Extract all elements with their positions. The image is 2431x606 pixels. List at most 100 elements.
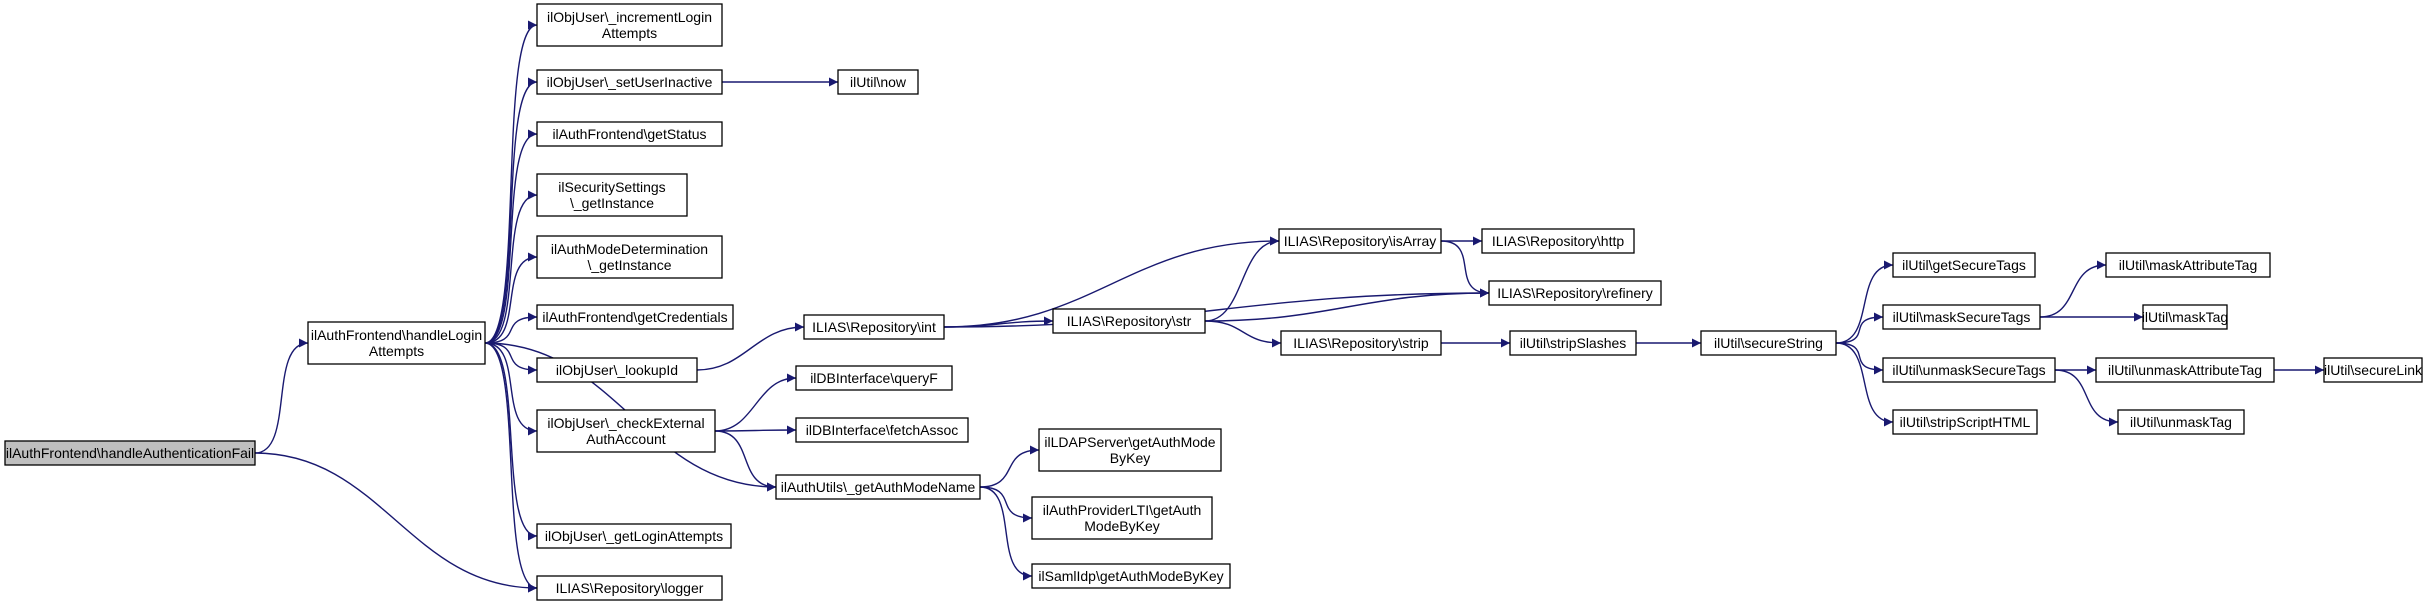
edge-root-to-handleLogin <box>254 338 309 454</box>
node-authModeDet[interactable]: ilAuthModeDetermination\_getInstance <box>536 235 723 279</box>
node-box <box>536 304 734 330</box>
edge-str-to-refinery <box>1204 288 1490 322</box>
node-int[interactable]: ILIAS\Repository\int <box>803 314 945 340</box>
node-label: ILIAS\Repository\str <box>1067 313 1192 329</box>
node-secureString[interactable]: ilUtil\secureString <box>1700 330 1837 356</box>
node-stripScriptHTML[interactable]: ilUtil\stripScriptHTML <box>1892 409 2038 435</box>
edge-int-to-isArray <box>943 236 1280 328</box>
node-box <box>307 321 486 365</box>
node-getSecureTags[interactable]: ilUtil\getSecureTags <box>1892 252 2036 278</box>
node-queryF[interactable]: ilDBInterface\queryF <box>795 365 953 391</box>
edge-group <box>2039 260 2107 318</box>
node-label: ilUtil\stripScriptHTML <box>1900 414 2031 430</box>
edge-group <box>943 288 1490 328</box>
node-label: ilObjUser\_lookupId <box>556 362 678 378</box>
node-lookupId[interactable]: ilObjUser\_lookupId <box>536 357 698 383</box>
node-box <box>536 575 723 601</box>
edge-group <box>484 190 538 344</box>
edge-group <box>714 430 777 492</box>
node-unmaskAttributeTag[interactable]: ilUtil\unmaskAttributeTag <box>2095 357 2275 383</box>
node-box <box>536 523 732 549</box>
node-label: ilAuthFrontend\getCredentials <box>542 309 727 325</box>
node-box <box>1481 228 1635 254</box>
node-box <box>536 69 723 95</box>
node-secureLink[interactable]: ilUtil\secureLink <box>2323 357 2423 383</box>
node-isArray[interactable]: ILIAS\Repository\isArray <box>1278 228 1442 254</box>
node-getStatus[interactable]: ilAuthFrontend\getStatus <box>536 121 723 147</box>
node-label: AuthAccount <box>586 431 665 447</box>
node-getLoginAttempts[interactable]: ilObjUser\_getLoginAttempts <box>536 523 732 549</box>
node-label: ilObjUser\_incrementLogin <box>547 9 712 25</box>
node-getAuthModeName[interactable]: ilAuthUtils\_getAuthModeName <box>775 474 981 500</box>
edge-str-to-isArray <box>1204 236 1280 322</box>
node-box <box>1700 330 1837 356</box>
node-label: ILIAS\Repository\logger <box>556 580 704 596</box>
edge-group <box>484 342 538 593</box>
node-saml[interactable]: ilSamlIdp\getAuthModeByKey <box>1031 563 1231 589</box>
node-box <box>1280 330 1442 356</box>
edge-group <box>1835 342 1894 427</box>
node-box <box>1052 308 1206 334</box>
edge-getAuthModeName-to-ldap <box>979 445 1040 488</box>
edge-secureString-to-maskSecureTags <box>1835 312 1884 344</box>
node-refinery[interactable]: ILIAS\Repository\refinery <box>1488 280 1662 306</box>
node-unmaskSecureTags[interactable]: ilUtil\unmaskSecureTags <box>1882 357 2056 383</box>
node-box <box>795 365 953 391</box>
node-label: ilUtil\secureString <box>1714 335 1823 351</box>
node-box <box>1509 330 1637 356</box>
node-label: ilUtil\maskAttributeTag <box>2119 257 2258 273</box>
node-now[interactable]: ilUtil\now <box>837 69 919 95</box>
node-setUserInactive[interactable]: ilObjUser\_setUserInactive <box>536 69 723 95</box>
node-label: ilUtil\now <box>850 74 907 90</box>
edge-checkExternal-to-getAuthModeName <box>714 430 777 492</box>
nodes-layer: ilAuthFrontend\handleAuthenticationFail i… <box>4 3 2423 601</box>
edge-checkExternal-to-fetchAssoc <box>714 425 797 435</box>
node-unmaskTag[interactable]: ilUtil\unmaskTag <box>2117 409 2245 435</box>
node-label: ilAuthUtils\_getAuthModeName <box>781 479 976 495</box>
node-logger[interactable]: ILIAS\Repository\logger <box>536 575 723 601</box>
node-box <box>775 474 981 500</box>
edge-isArray-to-refinery <box>1440 240 1490 298</box>
edge-group <box>2054 369 2119 427</box>
node-box <box>2105 252 2271 278</box>
node-maskAttributeTag[interactable]: ilUtil\maskAttributeTag <box>2105 252 2271 278</box>
node-box <box>1892 409 2038 435</box>
node-label: ilUtil\unmaskSecureTags <box>1892 362 2045 378</box>
node-root[interactable]: ilAuthFrontend\handleAuthenticationFail <box>4 440 256 466</box>
edge-group <box>1204 288 1490 322</box>
node-label: ILIAS\Repository\http <box>1492 233 1625 249</box>
node-stripSlashes[interactable]: ilUtil\stripSlashes <box>1509 330 1637 356</box>
edge-group <box>484 20 538 344</box>
node-label: ilAuthModeDetermination <box>551 241 708 257</box>
edge-secureString-to-unmaskSecureTags <box>1835 342 1884 375</box>
node-maskSecureTags[interactable]: ilUtil\maskSecureTags <box>1882 304 2041 330</box>
node-label: ilUtil\unmaskAttributeTag <box>2108 362 2262 378</box>
node-box <box>2117 409 2245 435</box>
node-box <box>536 235 723 279</box>
node-label: ilUtil\secureLink <box>2324 362 2423 378</box>
edge-group <box>1204 236 1280 322</box>
node-ldap[interactable]: ilLDAPServer\getAuthModeByKey <box>1038 428 1222 472</box>
node-label: ILIAS\Repository\refinery <box>1497 285 1653 301</box>
node-box <box>1031 563 1231 589</box>
node-label: ilObjUser\_setUserInactive <box>547 74 713 90</box>
edge-int-to-refinery <box>943 288 1490 328</box>
node-label: \_getInstance <box>570 195 654 211</box>
node-lti[interactable]: ilAuthProviderLTI\getAuthModeByKey <box>1031 496 1213 540</box>
node-http[interactable]: ILIAS\Repository\http <box>1481 228 1635 254</box>
edge-group <box>979 445 1040 488</box>
edge-group <box>254 338 309 454</box>
edge-handleLogin-to-getCredentials <box>484 312 538 344</box>
node-secSettings[interactable]: ilSecuritySettings\_getInstance <box>536 173 688 217</box>
node-box <box>837 69 919 95</box>
edge-handleLogin-to-secSettings <box>484 190 538 344</box>
node-strip[interactable]: ILIAS\Repository\strip <box>1280 330 1442 356</box>
node-fetchAssoc[interactable]: ilDBInterface\fetchAssoc <box>795 417 969 443</box>
node-maskTag[interactable]: ilUtil\maskTag <box>2142 304 2228 330</box>
node-getCredentials[interactable]: ilAuthFrontend\getCredentials <box>536 304 734 330</box>
node-str[interactable]: ILIAS\Repository\str <box>1052 308 1206 334</box>
